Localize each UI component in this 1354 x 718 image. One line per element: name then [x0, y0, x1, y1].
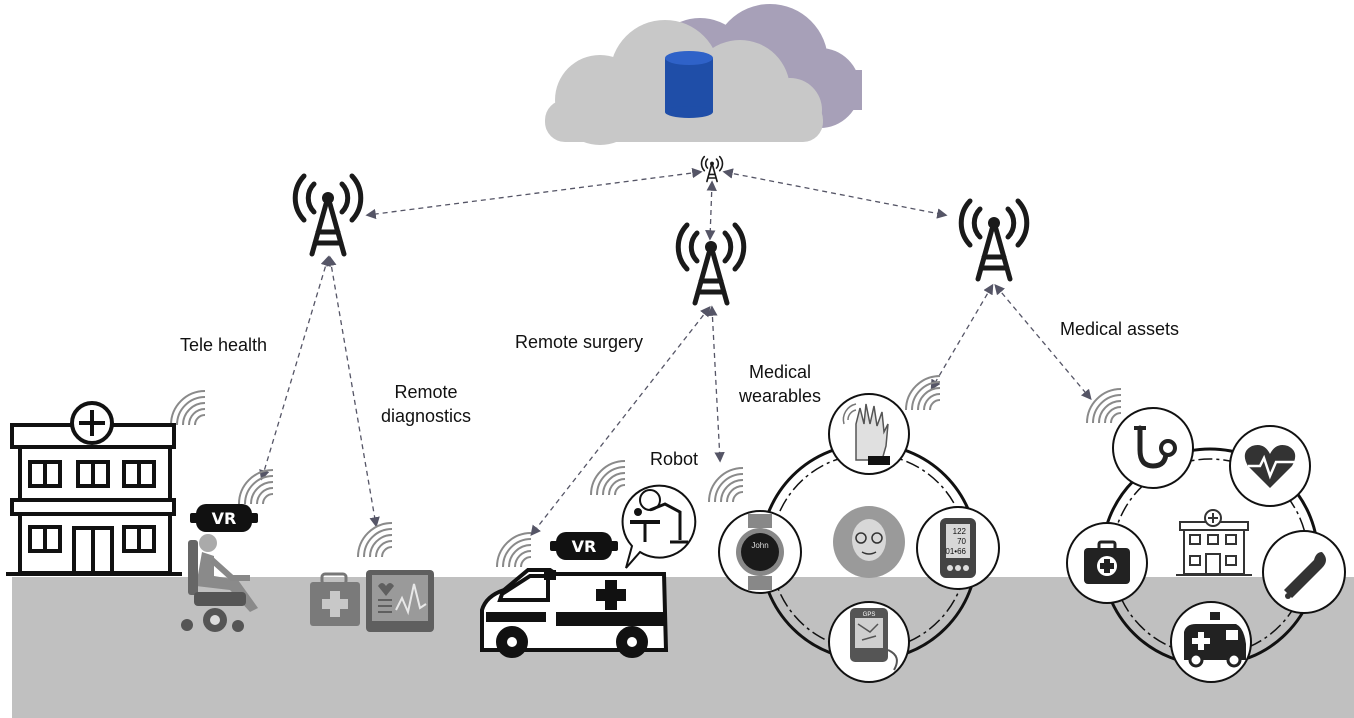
smartwatch-icon: John — [718, 510, 802, 594]
label-tele-health: Tele health — [180, 335, 268, 355]
hospital-icon — [1176, 509, 1252, 576]
label-remote-diagnostics-line2: diagnostics — [380, 406, 472, 426]
glucose-meter-icon: 122 70 01•66 — [916, 506, 1000, 590]
watch-text: John — [751, 541, 768, 550]
label-medical-assets: Medical assets — [1060, 319, 1180, 339]
wifi-signal-icon — [708, 467, 744, 503]
device-readout-2: 70 — [957, 537, 966, 546]
database-icon — [665, 51, 713, 118]
label-remote-diagnostics-line1: Remote — [394, 382, 458, 402]
patient-avatar-icon — [833, 506, 905, 578]
device-readout-1: 122 — [953, 527, 967, 536]
stethoscope-icon — [1112, 407, 1194, 489]
device-readout-3: 01•66 — [945, 547, 966, 556]
cell-tower-icon — [678, 225, 744, 303]
smart-glove-icon — [828, 393, 910, 475]
wifi-signal-icon — [170, 390, 206, 426]
hospital-icon — [6, 401, 182, 576]
first-aid-kit-icon — [1066, 522, 1148, 604]
wifi-signal-icon — [238, 469, 274, 505]
label-robot: Robot — [650, 449, 699, 469]
wheelchair-patient-icon — [181, 534, 258, 632]
vr-label: VR — [212, 509, 237, 528]
vr-headset-icon: VR — [190, 504, 258, 532]
heart-rate-icon — [1229, 425, 1311, 507]
network-links — [259, 167, 1092, 537]
vr-headset-icon: VR — [550, 532, 618, 560]
gps-text: GPS — [863, 612, 876, 618]
wifi-signal-icon — [357, 522, 393, 558]
wifi-signal-icon — [496, 532, 532, 568]
cell-tower-icon — [295, 176, 361, 254]
small-antenna-icon — [700, 155, 724, 183]
thermometer-icon — [1262, 530, 1346, 614]
heart-monitor-icon — [366, 570, 434, 632]
label-medical-wearables-line2: wearables — [738, 386, 822, 406]
gps-tracker-icon: GPS — [828, 601, 910, 683]
surgical-robot-icon — [621, 484, 697, 569]
label-remote-diagnostics: Remote diagnostics — [370, 380, 482, 428]
cell-tower-icon — [961, 201, 1027, 279]
wifi-signal-icon — [905, 375, 941, 411]
label-medical-wearables: Medical wearables — [728, 360, 832, 408]
ambulance-icon — [1170, 601, 1252, 683]
vr-label: VR — [572, 537, 597, 556]
wifi-signal-icon — [1086, 388, 1122, 424]
medical-kit-icon — [310, 572, 360, 626]
ambulance-icon — [480, 568, 669, 658]
label-remote-surgery: Remote surgery — [515, 332, 644, 352]
wifi-signal-icon — [590, 460, 626, 496]
label-medical-wearables-line1: Medical — [748, 362, 812, 382]
